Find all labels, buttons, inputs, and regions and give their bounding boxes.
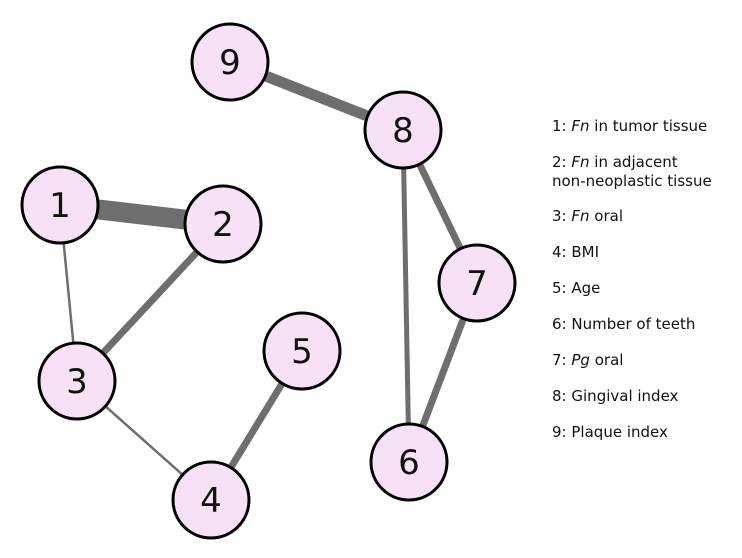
edge-8-6 bbox=[400, 129, 412, 463]
legend-number: 7: bbox=[552, 351, 567, 369]
legend-text: Gingival index bbox=[571, 387, 679, 405]
legend-item-3: 3: Fn oral bbox=[552, 207, 738, 226]
legend-italic-term: Fn bbox=[571, 153, 590, 171]
node-label-6: 6 bbox=[398, 443, 420, 483]
legend-italic-term: Fn bbox=[571, 117, 590, 135]
nodes-layer: 1 2 3 4 5 6 7 8 9 bbox=[20, 22, 517, 540]
node-3: 3 bbox=[37, 341, 117, 421]
node-label-7: 7 bbox=[466, 264, 488, 304]
node-8: 8 bbox=[363, 90, 443, 170]
node-7: 7 bbox=[437, 243, 517, 323]
legend-text: Age bbox=[571, 279, 601, 297]
node-label-3: 3 bbox=[66, 362, 88, 402]
legend-item-6: 6: Number of teeth bbox=[552, 315, 738, 334]
node-4: 4 bbox=[171, 460, 251, 540]
legend-text-line2: non-neoplastic tissue bbox=[552, 172, 712, 190]
legend-number: 8: bbox=[552, 387, 567, 405]
node-circle-2 bbox=[183, 184, 263, 264]
node-1: 1 bbox=[20, 165, 100, 245]
node-circle-4 bbox=[171, 460, 251, 540]
legend-text: in adjacent bbox=[589, 153, 678, 171]
node-circle-1 bbox=[20, 165, 100, 245]
legend-number: 4: bbox=[552, 243, 567, 261]
node-label-2: 2 bbox=[212, 205, 234, 245]
legend-number: 2: bbox=[552, 153, 567, 171]
legend-number: 6: bbox=[552, 315, 567, 333]
legend-text: BMI bbox=[571, 243, 600, 261]
node-6: 6 bbox=[369, 422, 449, 502]
node-label-8: 8 bbox=[392, 111, 414, 151]
legend: 1: Fn in tumor tissue 2: Fn in adjacent … bbox=[552, 117, 738, 459]
node-label-5: 5 bbox=[291, 332, 313, 372]
node-circle-3 bbox=[37, 341, 117, 421]
node-9: 9 bbox=[190, 22, 270, 102]
node-label-9: 9 bbox=[219, 43, 241, 83]
legend-text: oral bbox=[589, 351, 624, 369]
node-label-1: 1 bbox=[49, 186, 71, 226]
legend-italic-term: Fn bbox=[571, 207, 590, 225]
legend-item-1: 1: Fn in tumor tissue bbox=[552, 117, 738, 136]
legend-number: 3: bbox=[552, 207, 567, 225]
legend-italic-term: Pg bbox=[571, 351, 590, 369]
node-circle-7 bbox=[437, 243, 517, 323]
legend-item-5: 5: Age bbox=[552, 279, 738, 298]
node-circle-8 bbox=[363, 90, 443, 170]
node-5: 5 bbox=[262, 311, 342, 391]
legend-item-4: 4: BMI bbox=[552, 243, 738, 262]
node-circle-5 bbox=[262, 311, 342, 391]
node-circle-6 bbox=[369, 422, 449, 502]
node-circle-9 bbox=[190, 22, 270, 102]
node-2: 2 bbox=[183, 184, 263, 264]
legend-item-8: 8: Gingival index bbox=[552, 387, 738, 406]
legend-number: 1: bbox=[552, 117, 567, 135]
legend-number: 5: bbox=[552, 279, 567, 297]
node-label-4: 4 bbox=[200, 481, 222, 521]
legend-item-9: 9: Plaque index bbox=[552, 423, 738, 442]
legend-text: Plaque index bbox=[571, 423, 668, 441]
legend-text: in tumor tissue bbox=[589, 117, 708, 135]
legend-text: oral bbox=[589, 207, 624, 225]
legend-number: 9: bbox=[552, 423, 567, 441]
legend-item-7: 7: Pg oral bbox=[552, 351, 738, 370]
legend-text: Number of teeth bbox=[571, 315, 696, 333]
legend-item-2: 2: Fn in adjacent non-neoplastic tissue bbox=[552, 153, 738, 191]
